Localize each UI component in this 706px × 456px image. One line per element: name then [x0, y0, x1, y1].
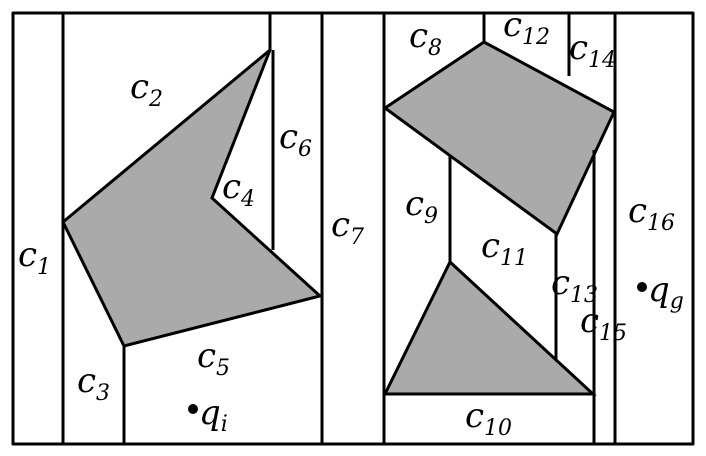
cell-label-c9: c9	[405, 184, 438, 229]
cell-label-c12: c12	[503, 5, 550, 50]
start-point-marker	[188, 404, 198, 414]
goal-point-marker	[637, 282, 647, 292]
start-point-label: qi	[199, 393, 228, 437]
cell-label-c3: c3	[77, 361, 110, 406]
cell-label-c13: c13	[551, 263, 598, 308]
cell-label-c16: c16	[628, 191, 675, 236]
cell-label-c11: c11	[481, 226, 528, 271]
cell-label-c7: c7	[331, 205, 364, 250]
cell-label-c14: c14	[569, 28, 616, 73]
cell-label-c6: c6	[279, 117, 312, 162]
cell-label-c10: c10	[465, 396, 512, 441]
cell-label-c8: c8	[409, 16, 442, 61]
cell-label-c4: c4	[222, 167, 255, 212]
cell-label-c15: c15	[580, 301, 627, 346]
cell-label-c5: c5	[197, 336, 230, 381]
obstacle-left	[61, 48, 324, 348]
cell-label-c2: c2	[130, 67, 163, 112]
goal-point-label: qg	[648, 270, 684, 314]
outer-boundary	[11, 11, 695, 446]
cell-label-c1: c1	[18, 235, 51, 280]
